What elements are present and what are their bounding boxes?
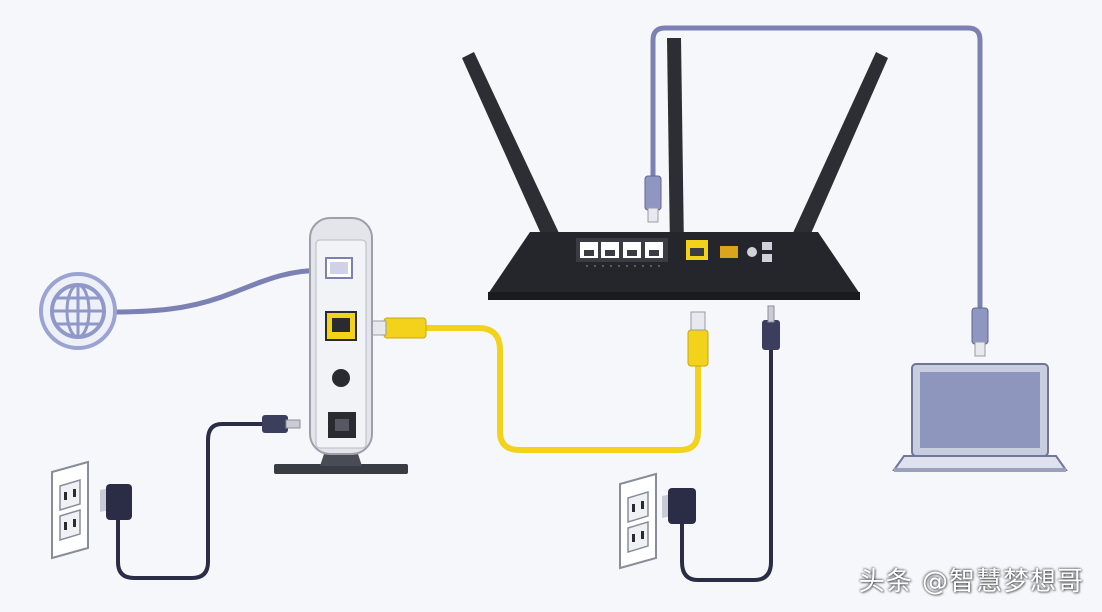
internet-cable (109, 267, 329, 315)
router-power-port (747, 247, 757, 257)
router-antenna-left (462, 52, 566, 254)
wall-outlet-icon (619, 472, 657, 570)
ethernet-cable-modem-router (380, 325, 701, 453)
ethernet-plug-router (687, 329, 709, 367)
modem-icon (274, 217, 408, 474)
router-power-switch (720, 246, 738, 258)
laptop-icon (892, 363, 1068, 472)
router-antenna-right (786, 52, 888, 254)
ethernet-plug-modem (383, 317, 427, 339)
wall-outlet-icon (51, 460, 89, 560)
watermark-text: 头条 @智慧梦想哥 (858, 567, 1084, 597)
router-icon (462, 38, 888, 300)
router-power-cable (680, 350, 773, 582)
power-adapter-icon (662, 488, 696, 524)
modem-power-cable (116, 422, 270, 580)
globe-icon (39, 272, 117, 350)
power-adapter-icon (100, 484, 132, 520)
ethernet-cable-router-laptop (650, 25, 983, 310)
ethernet-plug-laptop (971, 307, 989, 345)
modem-ethernet-port (325, 311, 357, 341)
router-antenna-center (667, 38, 684, 250)
modem-power-button (332, 369, 350, 387)
